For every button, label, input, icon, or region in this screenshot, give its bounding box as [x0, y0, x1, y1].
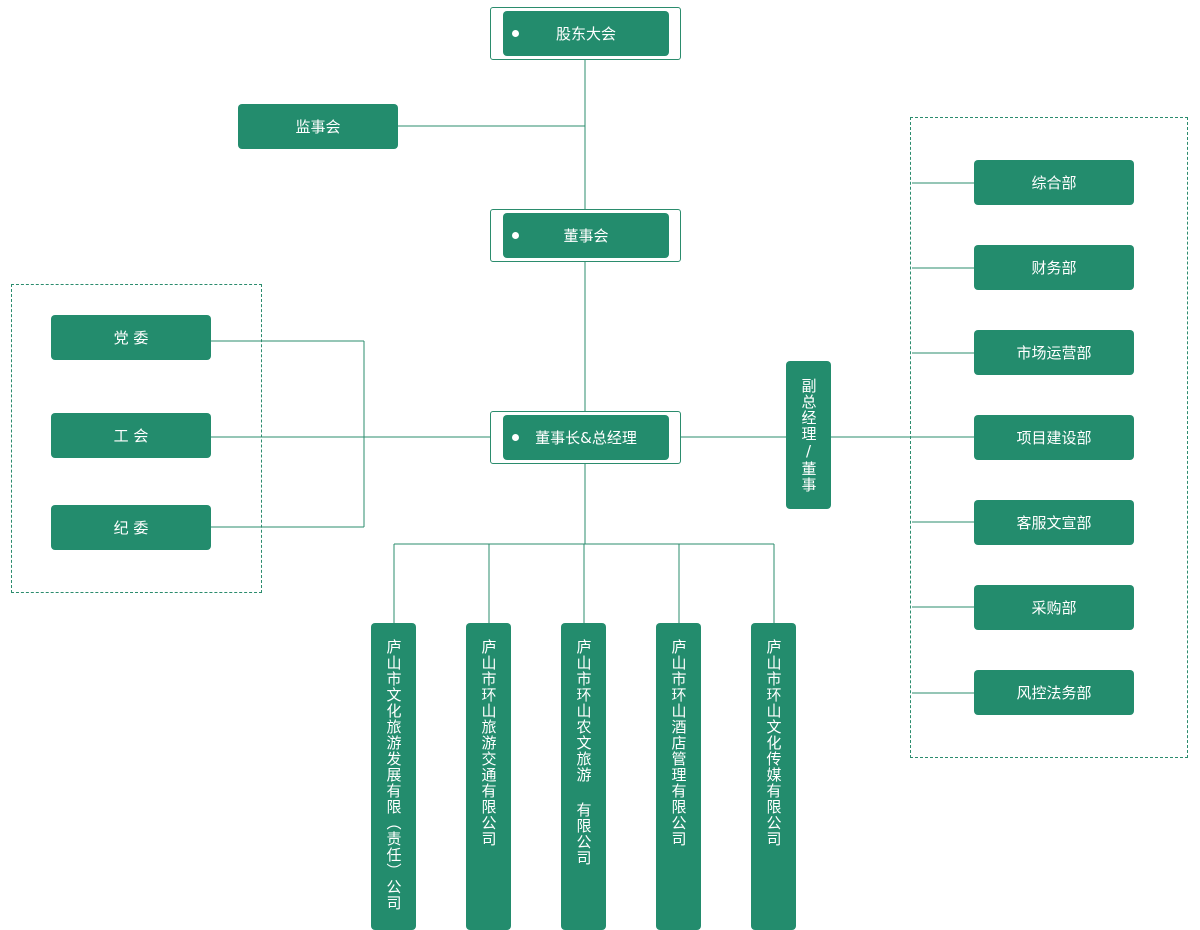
supervisory-board-label: 监事会	[295, 118, 341, 136]
subsidiary-node[interactable]: 庐山市环山旅游交通有限公司	[466, 623, 511, 930]
subsidiary-label: 庐山市环山酒店管理有限公司	[669, 639, 688, 847]
department-label: 客服文宣部	[1016, 514, 1092, 532]
shareholders-meeting-label: 股东大会	[555, 25, 616, 43]
chairman-gm-node[interactable]: 董事长&总经理	[503, 415, 669, 460]
subsidiary-label: 庐山市环山农文旅游 有限公司	[574, 639, 593, 866]
department-label: 项目建设部	[1016, 429, 1092, 447]
department-label: 风控法务部	[1016, 684, 1092, 702]
party-committee-node[interactable]: 党 委	[51, 315, 211, 360]
department-node[interactable]: 综合部	[974, 160, 1134, 205]
subsidiary-node[interactable]: 庐山市文化旅游发展有限（责任）公司	[371, 623, 416, 930]
department-node[interactable]: 项目建设部	[974, 415, 1134, 460]
department-node[interactable]: 采购部	[974, 585, 1134, 630]
subsidiary-label: 庐山市文化旅游发展有限（责任）公司	[384, 639, 403, 911]
board-of-directors-label: 董事会	[563, 227, 609, 245]
bullet-dot-icon	[512, 434, 519, 441]
subsidiary-node[interactable]: 庐山市环山酒店管理有限公司	[656, 623, 701, 930]
party-group-frame	[11, 284, 262, 593]
discipline-committee-label: 纪 委	[113, 519, 149, 537]
department-node[interactable]: 客服文宣部	[974, 500, 1134, 545]
chairman-gm-frame: 董事长&总经理	[490, 411, 681, 464]
subsidiary-label: 庐山市环山旅游交通有限公司	[479, 639, 498, 847]
subsidiary-label: 庐山市环山文化传媒有限公司	[764, 639, 783, 847]
bullet-dot-icon	[512, 30, 519, 37]
board-of-directors-node[interactable]: 董事会	[503, 213, 669, 258]
department-node[interactable]: 风控法务部	[974, 670, 1134, 715]
department-label: 采购部	[1031, 599, 1077, 617]
party-committee-label: 党 委	[113, 329, 149, 347]
discipline-committee-node[interactable]: 纪 委	[51, 505, 211, 550]
deputy-gm-node[interactable]: 副总经理/董事	[786, 361, 831, 509]
department-label: 综合部	[1031, 174, 1077, 192]
labor-union-node[interactable]: 工 会	[51, 413, 211, 458]
departments-group-frame	[910, 117, 1188, 758]
department-label: 市场运营部	[1016, 344, 1092, 362]
shareholders-meeting-frame: 股东大会	[490, 7, 681, 60]
shareholders-meeting-node[interactable]: 股东大会	[503, 11, 669, 56]
subsidiary-node[interactable]: 庐山市环山文化传媒有限公司	[751, 623, 796, 930]
labor-union-label: 工 会	[113, 427, 149, 445]
department-node[interactable]: 市场运营部	[974, 330, 1134, 375]
supervisory-board-node[interactable]: 监事会	[238, 104, 398, 149]
department-label: 财务部	[1031, 259, 1077, 277]
department-node[interactable]: 财务部	[974, 245, 1134, 290]
board-of-directors-frame: 董事会	[490, 209, 681, 262]
deputy-gm-label: 副总经理/董事	[799, 377, 818, 493]
subsidiary-node[interactable]: 庐山市环山农文旅游 有限公司	[561, 623, 606, 930]
chairman-gm-label: 董事长&总经理	[535, 429, 637, 447]
bullet-dot-icon	[512, 232, 519, 239]
